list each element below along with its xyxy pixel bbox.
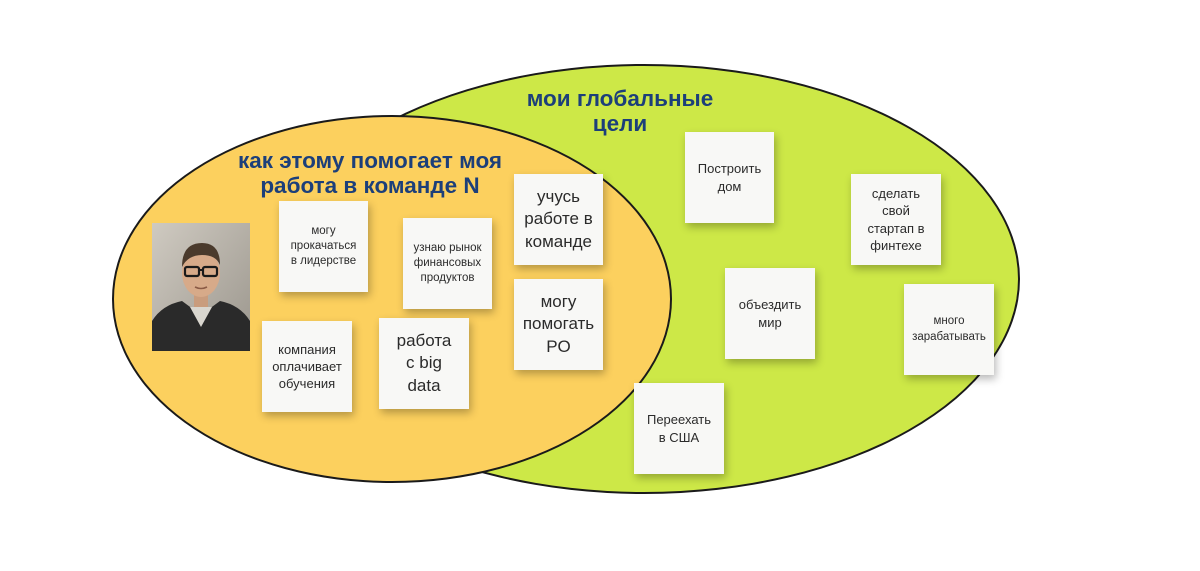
person-photo	[152, 223, 250, 351]
person-portrait-icon	[152, 223, 250, 351]
